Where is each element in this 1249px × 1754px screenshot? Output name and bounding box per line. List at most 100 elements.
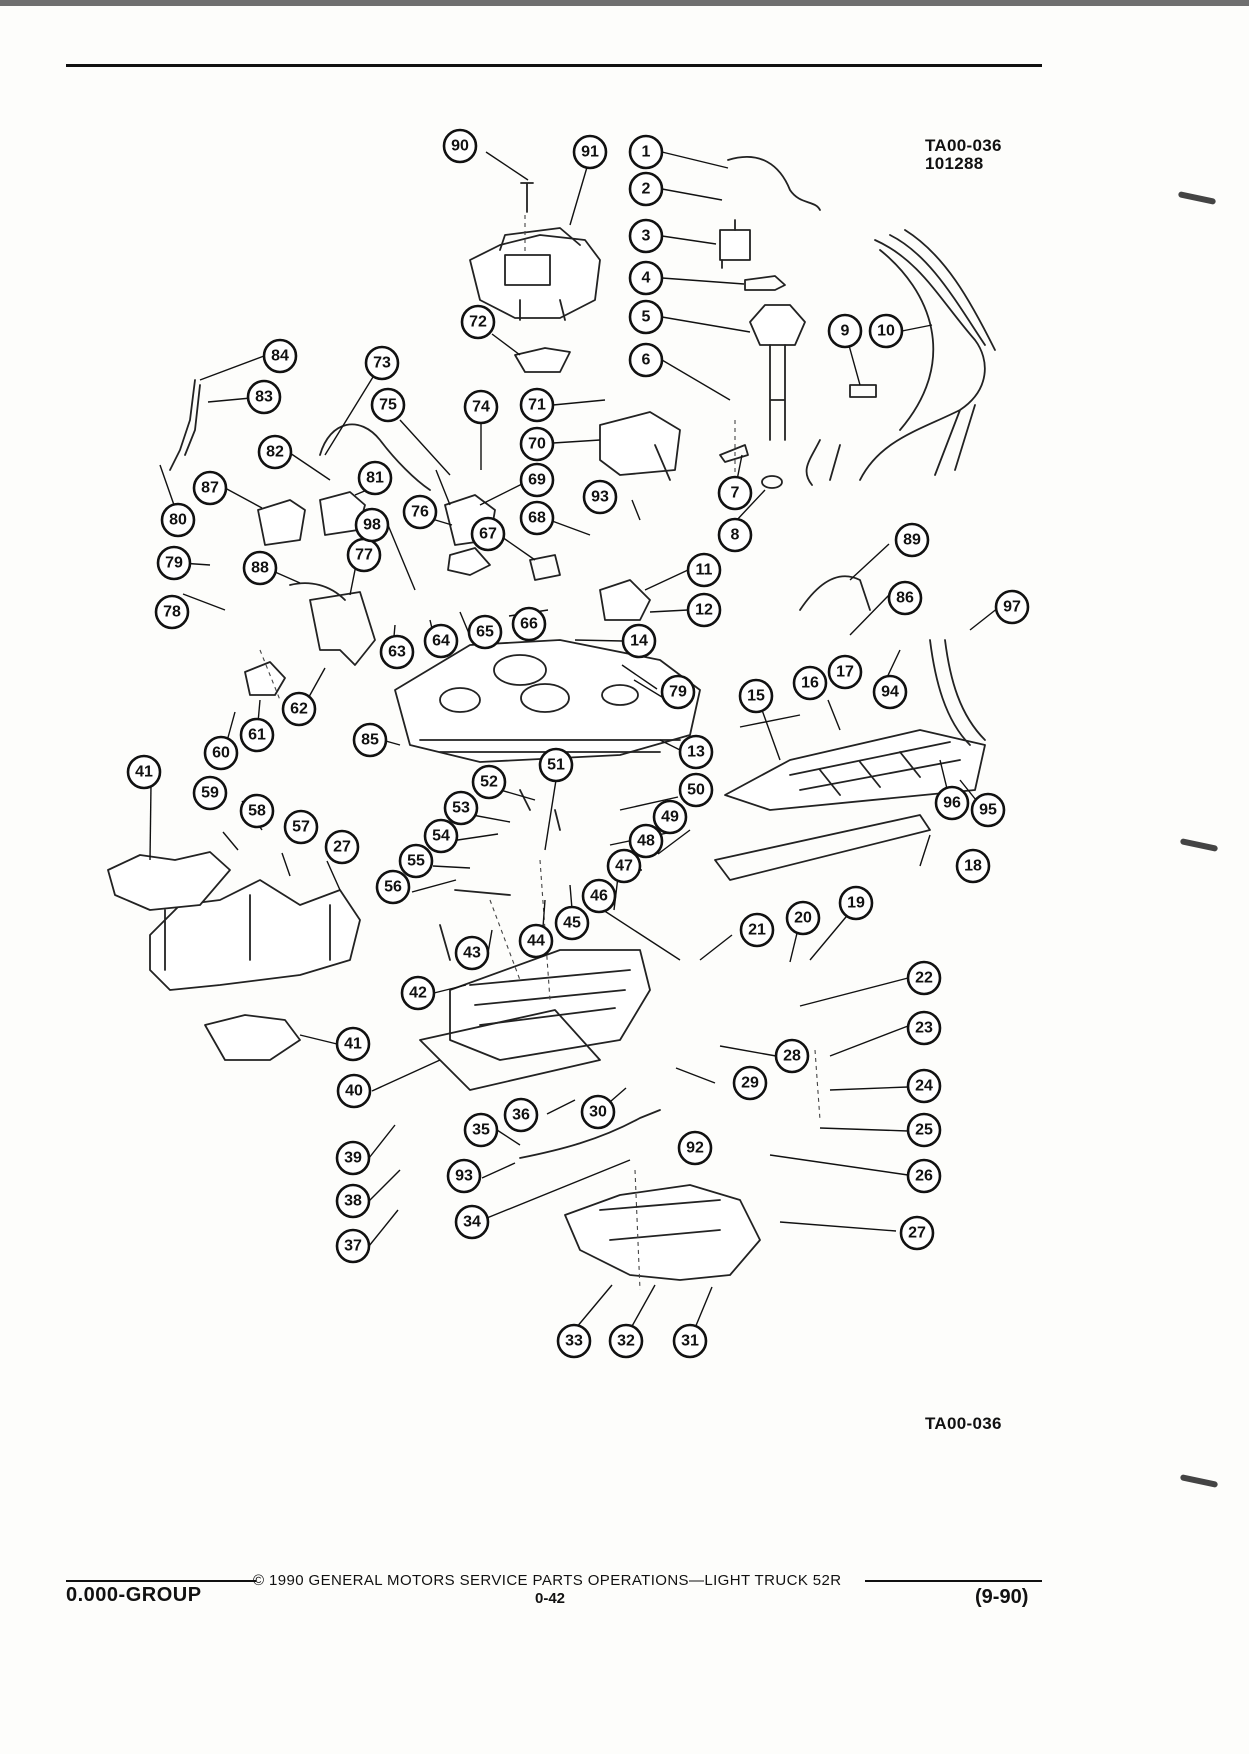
callout-59: 59: [192, 775, 228, 811]
svg-text:2: 2: [642, 181, 651, 198]
callout-25: 25: [906, 1112, 942, 1148]
svg-text:4: 4: [642, 270, 651, 287]
callout-19: 19: [838, 885, 874, 921]
svg-text:48: 48: [637, 833, 655, 850]
callout-81: 81: [357, 460, 393, 496]
callout-2: 2: [628, 171, 664, 207]
callout-7: 7: [717, 475, 753, 511]
callout-35: 35: [463, 1112, 499, 1148]
callout-14: 14: [621, 623, 657, 659]
callout-90: 90: [442, 128, 478, 164]
svg-text:64: 64: [432, 633, 450, 650]
svg-text:9: 9: [841, 323, 850, 340]
callout-94: 94: [872, 674, 908, 710]
svg-text:70: 70: [528, 436, 546, 453]
revision-date: (9-90): [975, 1586, 1029, 1608]
callout-23: 23: [906, 1010, 942, 1046]
svg-text:84: 84: [271, 348, 289, 365]
header-rule: [66, 64, 1042, 67]
svg-text:79: 79: [669, 684, 687, 701]
callout-47: 47: [606, 848, 642, 884]
footer-rule-left: [66, 1580, 256, 1582]
svg-text:87: 87: [201, 480, 219, 497]
callout-93-bottom: 93: [446, 1158, 482, 1194]
svg-text:30: 30: [589, 1104, 607, 1121]
callout-77: 77: [346, 537, 382, 573]
leader-lines: [149, 151, 1004, 1329]
svg-text:73: 73: [373, 355, 391, 372]
callout-36: 36: [503, 1097, 539, 1133]
svg-text:6: 6: [642, 352, 651, 369]
svg-text:78: 78: [163, 604, 181, 621]
svg-text:46: 46: [590, 888, 608, 905]
svg-text:41: 41: [135, 764, 153, 781]
callout-51: 51: [538, 747, 574, 783]
callout-26: 26: [906, 1158, 942, 1194]
svg-text:29: 29: [741, 1075, 759, 1092]
svg-text:23: 23: [915, 1020, 933, 1037]
svg-text:3: 3: [642, 228, 651, 245]
callout-79-right: 79: [660, 674, 696, 710]
callout-53: 53: [443, 790, 479, 826]
svg-text:66: 66: [520, 616, 538, 633]
callout-93-top: 93: [582, 479, 618, 515]
callout-40: 40: [336, 1073, 372, 1109]
svg-text:83: 83: [255, 389, 273, 406]
callout-24: 24: [906, 1068, 942, 1104]
svg-text:60: 60: [212, 745, 230, 762]
callout-85: 85: [352, 722, 388, 758]
callout-70: 70: [519, 426, 555, 462]
callout-91: 91: [572, 134, 608, 170]
callout-58: 58: [239, 793, 275, 829]
callout-97: 97: [994, 589, 1030, 625]
group-label: 0.000-GROUP: [66, 1584, 202, 1606]
callout-16: 16: [792, 665, 828, 701]
svg-text:79: 79: [165, 555, 183, 572]
callout-10: 10: [868, 313, 904, 349]
svg-text:96: 96: [943, 795, 961, 812]
callout-11: 11: [686, 552, 722, 588]
scan-edge: [0, 0, 1249, 6]
svg-text:18: 18: [964, 858, 982, 875]
svg-text:40: 40: [345, 1083, 363, 1100]
svg-text:15: 15: [747, 688, 765, 705]
svg-text:32: 32: [617, 1333, 635, 1350]
callout-72: 72: [460, 304, 496, 340]
svg-text:86: 86: [896, 590, 914, 607]
callout-71: 71: [519, 387, 555, 423]
svg-text:28: 28: [783, 1048, 801, 1065]
callout-88: 88: [242, 550, 278, 586]
callout-45: 45: [554, 905, 590, 941]
svg-text:14: 14: [630, 633, 648, 650]
svg-text:44: 44: [527, 933, 545, 950]
callout-32: 32: [608, 1323, 644, 1359]
svg-text:7: 7: [731, 485, 740, 502]
callout-50: 50: [678, 772, 714, 808]
callout-86: 86: [887, 580, 923, 616]
callout-67: 67: [470, 516, 506, 552]
svg-text:20: 20: [794, 910, 812, 927]
callout-28: 28: [774, 1038, 810, 1074]
svg-text:24: 24: [915, 1078, 933, 1095]
callouts: 1 2 3 4 5 6 7 8 9 10 11 12 13 14 15 16 1…: [126, 128, 1030, 1359]
callout-84: 84: [262, 338, 298, 374]
svg-text:25: 25: [915, 1122, 933, 1139]
callout-73: 73: [364, 345, 400, 381]
callout-15: 15: [738, 678, 774, 714]
callout-33: 33: [556, 1323, 592, 1359]
callout-17: 17: [827, 654, 863, 690]
callout-63: 63: [379, 634, 415, 670]
callout-18: 18: [955, 848, 991, 884]
copyright-notice: © 1990 GENERAL MOTORS SERVICE PARTS OPER…: [253, 1572, 842, 1589]
svg-text:26: 26: [915, 1168, 933, 1185]
svg-text:52: 52: [480, 774, 498, 791]
callout-79-left: 79: [156, 545, 192, 581]
svg-text:82: 82: [266, 444, 284, 461]
callout-8: 8: [717, 517, 753, 553]
svg-text:42: 42: [409, 985, 427, 1002]
callout-27-right: 27: [899, 1215, 935, 1251]
svg-text:39: 39: [344, 1150, 362, 1167]
callout-68: 68: [519, 500, 555, 536]
svg-text:91: 91: [581, 144, 599, 161]
